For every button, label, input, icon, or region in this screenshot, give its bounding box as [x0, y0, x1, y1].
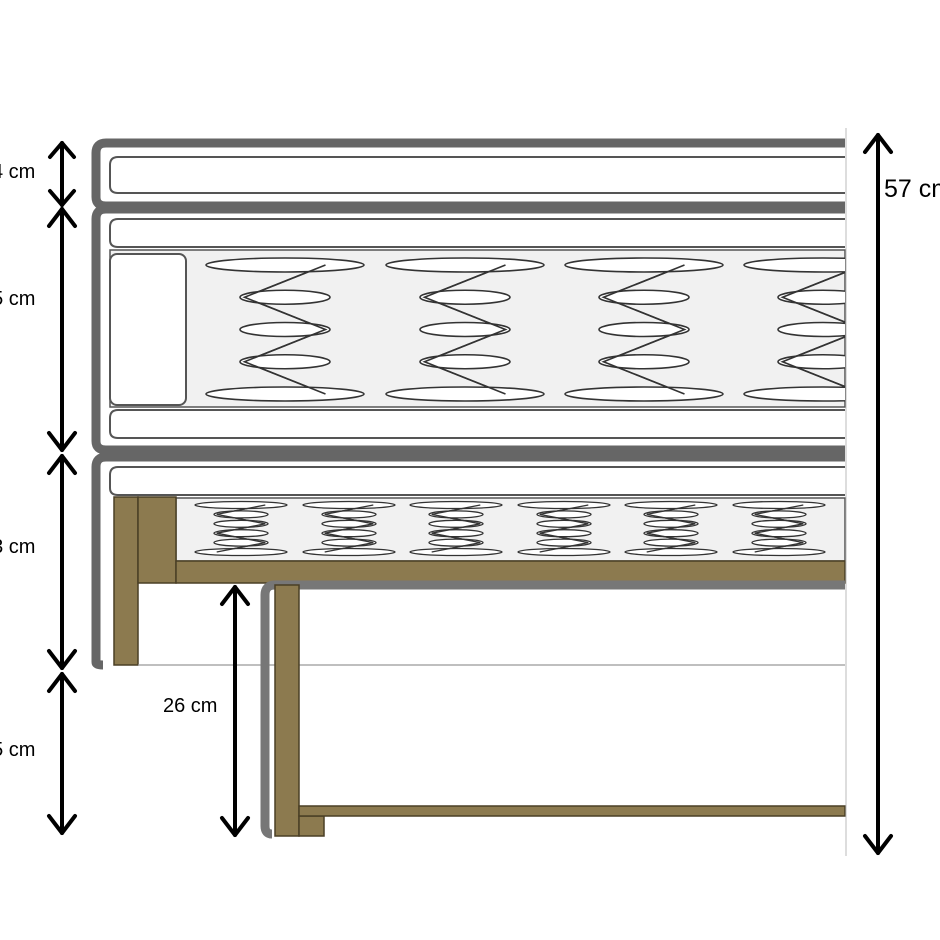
mattress-springs [205, 257, 845, 402]
inner-wood-post [137, 496, 177, 584]
box-springs [194, 500, 826, 557]
coil-spring-icon [409, 500, 503, 557]
box-spring-layer [91, 452, 846, 670]
coil-spring-icon [564, 257, 724, 402]
mattress-layer [91, 204, 846, 455]
mattress-height-label: 25 cm [0, 288, 35, 310]
legs-height-label: 15 cm [0, 739, 35, 761]
box-spring-height-label: 13 cm [0, 536, 35, 558]
coil-spring-icon [302, 500, 396, 557]
coil-spring-icon [743, 257, 845, 402]
coil-spring-icon [624, 500, 718, 557]
box-spring-arrow [47, 454, 77, 670]
topper-height-label: 4 cm [0, 161, 35, 183]
drawer-arrow [220, 585, 250, 837]
coil-spring-icon [517, 500, 611, 557]
coil-spring-icon [385, 257, 545, 402]
coil-spring-icon [732, 500, 826, 557]
drawer-corner-block [298, 815, 325, 837]
mattress-arrow [47, 207, 77, 452]
outer-wood-post [113, 496, 139, 666]
total-height-label: 57 cm [884, 175, 940, 203]
drawer-height-label: 26 cm [163, 695, 217, 717]
drawer-front-wood [274, 584, 300, 837]
dimension-arrows [47, 133, 893, 855]
legs-arrow [47, 672, 77, 835]
coil-spring-icon [194, 500, 288, 557]
wood-base-rail [175, 560, 846, 584]
total-height-arrow [863, 133, 893, 855]
drawer [260, 580, 846, 839]
coil-spring-icon [205, 257, 365, 402]
topper-layer [91, 138, 845, 211]
drawer-bottom-rail [298, 805, 846, 817]
topper-arrow [48, 141, 76, 207]
